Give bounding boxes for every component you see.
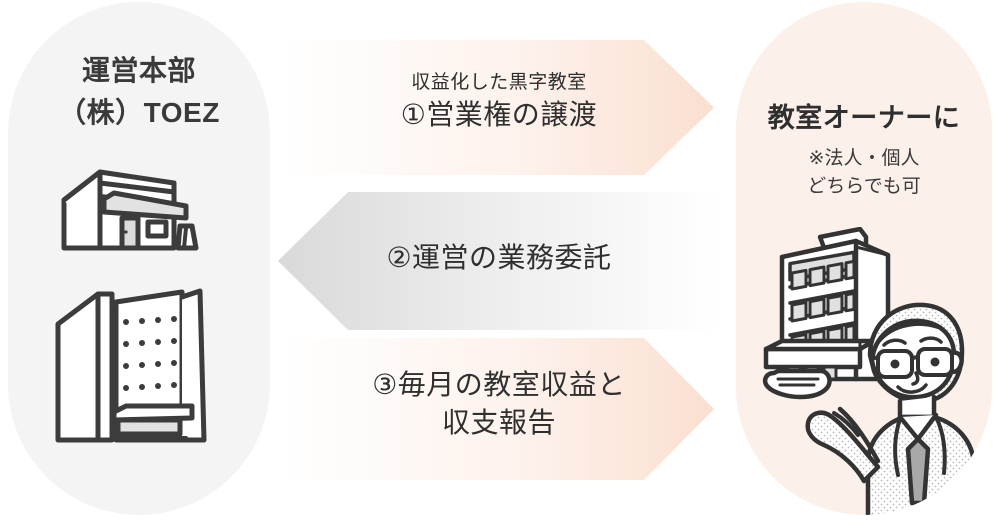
right-panel-title: 教室オーナーに xyxy=(767,103,961,133)
left-panel-title-line2: （株）TOEZ xyxy=(58,97,220,128)
arrow-1-transfer-of-business-rights: 収益化した黒字教室 ①営業権の譲渡 xyxy=(284,40,714,175)
office-buildings-illustration xyxy=(36,152,258,472)
right-panel-subtitle-line2: どちらでも可 xyxy=(807,176,921,197)
left-panel-title-line1: 運営本部 xyxy=(81,55,196,86)
right-panel-classroom-owner: 教室オーナーに ※法人・個人 どちらでも可 xyxy=(736,2,992,515)
arrow-3-monthly-revenue-report: ③毎月の教室収益と 収支報告 xyxy=(284,338,714,480)
businessman-holding-building-illustration xyxy=(748,227,992,515)
arrow-2-operations-outsourcing: ②運営の業務委託 xyxy=(278,192,720,330)
right-panel-subtitle: ※法人・個人 どちらでも可 xyxy=(736,145,992,201)
left-panel-operating-headquarters: 運営本部 （株）TOEZ xyxy=(8,2,270,515)
left-panel-title: 運営本部 （株）TOEZ xyxy=(8,50,270,134)
right-panel-subtitle-line1: ※法人・個人 xyxy=(808,148,920,169)
